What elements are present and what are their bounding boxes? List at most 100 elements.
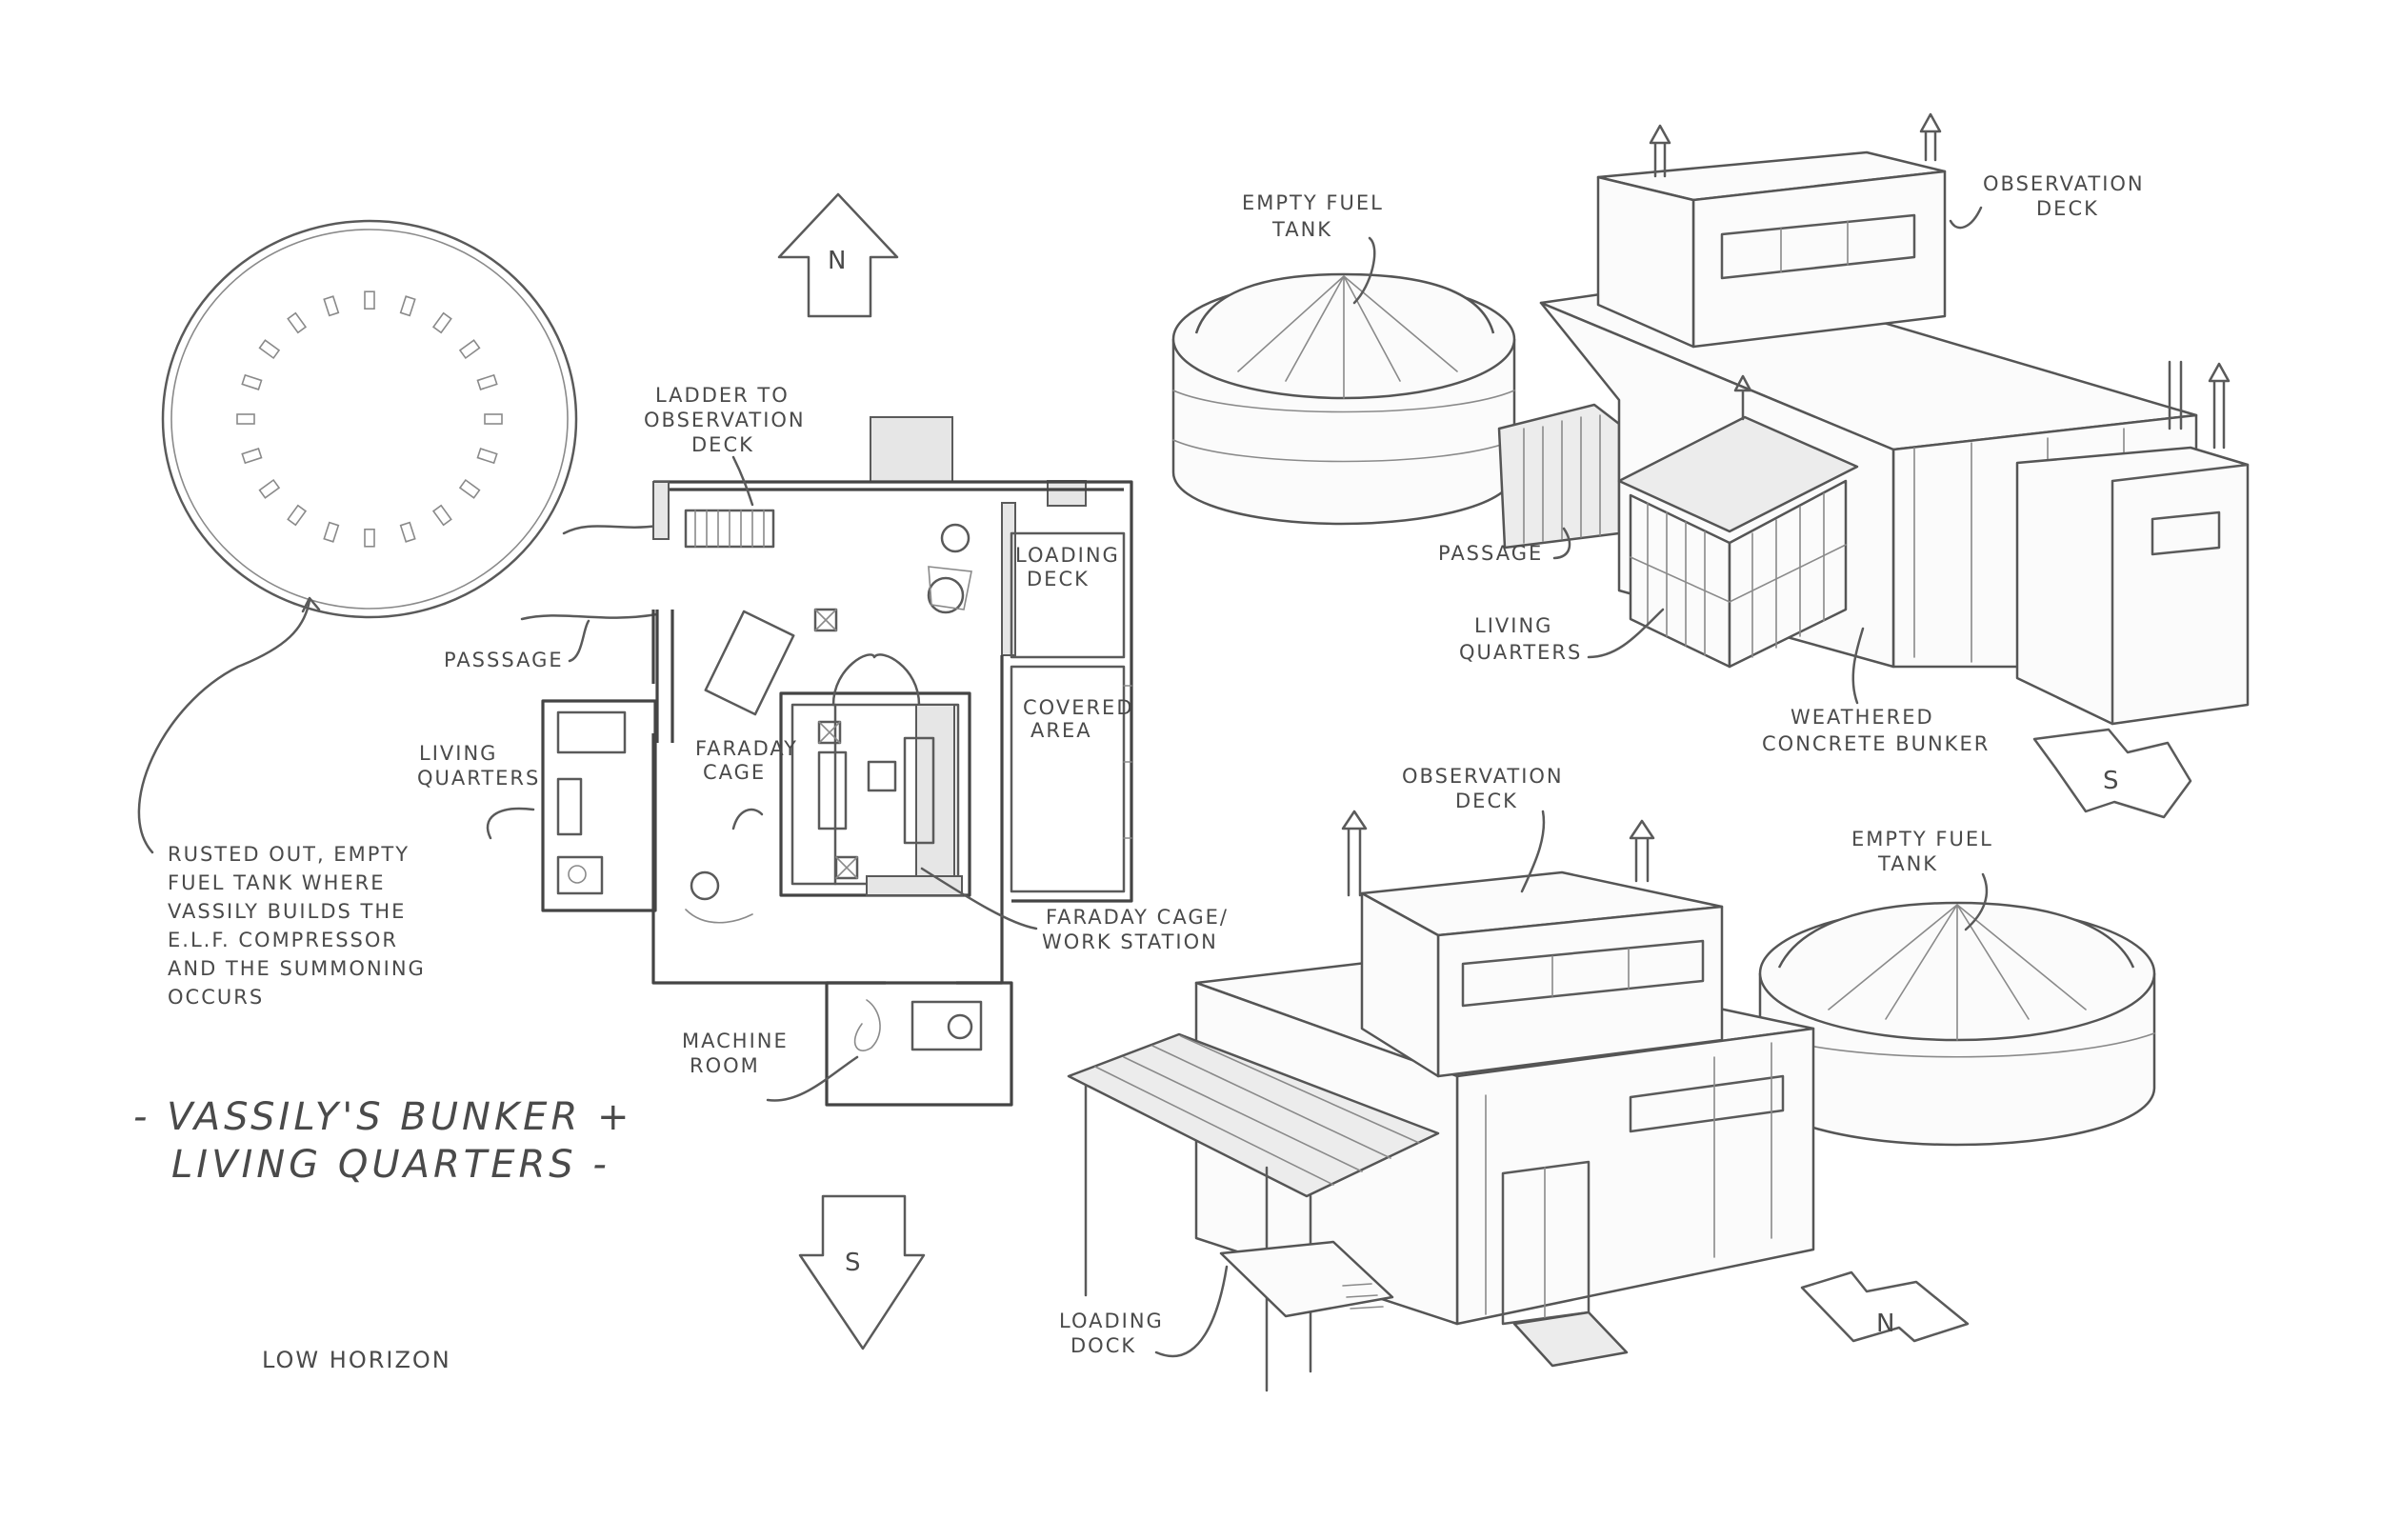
south-arrow: S [798, 1194, 926, 1350]
tank-ring-segment [258, 339, 281, 360]
top-fuel-tank [1171, 272, 1516, 526]
label-bottom-tank-1: Empty Fuel [1851, 828, 1993, 850]
leader-living-plan [486, 807, 535, 840]
leader-faraday [731, 808, 764, 830]
label-living-plan-2: Quarters [417, 767, 540, 790]
tank-ring-segment [258, 478, 281, 499]
bottom-fuel-tank [1758, 901, 2156, 1147]
tank-ring-segment [287, 311, 308, 334]
label-bottom-loading-1: Loading [1059, 1310, 1164, 1332]
tank-ring-segment [476, 373, 498, 390]
tank-ring-segment [241, 448, 263, 465]
label-ladder-3: Deck [691, 433, 754, 456]
label-bottom-obs-1: Observation [1402, 765, 1564, 788]
label-faraday-2: Cage [703, 761, 766, 784]
leader-bottom-loading [1154, 1265, 1229, 1358]
label-top-living-2: Quarters [1459, 641, 1582, 664]
top-south-marker: S [2032, 728, 2192, 819]
label-bottom-obs-2: Deck [1455, 790, 1518, 812]
label-top-tank-2: Tank [1271, 218, 1332, 241]
north-letter: N [828, 247, 846, 275]
south-letter: S [845, 1249, 861, 1277]
label-loading-deck-2: Deck [1027, 568, 1090, 590]
tank-note-1: Rusted out, Empty [168, 843, 410, 866]
tank-ring-segment [364, 528, 375, 548]
passage-lower [520, 612, 659, 621]
tank-ring-segment [476, 448, 498, 465]
bunker-floor-plan: N [133, 192, 1229, 1373]
tank-ring-segment [236, 413, 255, 425]
leader-tank-note [137, 598, 311, 854]
bottom-north-marker: N [1800, 1270, 1970, 1343]
label-bottom-tank-2: Tank [1877, 852, 1938, 875]
top-perspective-view: S Empty Fuel Tank Observation Deck Passa… [1171, 112, 2250, 819]
bottom-perspective-view: N Observation Deck Empty Fuel Tank Loadi… [1059, 765, 2156, 1392]
top-south-letter: S [2103, 767, 2119, 795]
top-living-quarters-hut [1617, 374, 1859, 669]
tank-note-3: Vassily builds the [168, 900, 406, 923]
leader-top-obs [1949, 206, 1983, 230]
label-workstation-1: Faraday Cage/ [1046, 906, 1229, 929]
tank-note-6: occurs [168, 986, 264, 1009]
passage-upper [562, 524, 659, 535]
tank-ring-segment [458, 478, 481, 499]
label-covered-2: Area [1030, 719, 1092, 742]
leader-passage [568, 619, 590, 663]
leader-top-living [1587, 608, 1665, 659]
tank-note-5: and the summoning [168, 957, 426, 980]
tank-ring-segment [431, 504, 452, 527]
leader-workstation [920, 867, 1038, 930]
tank-ring-segment [323, 295, 340, 317]
top-concrete-bunker [1539, 112, 2250, 726]
label-ladder-1: Ladder to [655, 384, 790, 407]
label-top-tank-1: Empty Fuel [1242, 191, 1384, 214]
sheet-title-line2: Living Quarters - [171, 1143, 610, 1187]
top-passage-shed [1497, 403, 1621, 550]
subtitle: Low Horizon [262, 1347, 451, 1373]
tank-inner-ring [236, 290, 503, 548]
label-bottom-loading-2: Dock [1070, 1334, 1136, 1357]
tank-ring-segment [399, 295, 416, 317]
tank-ring-segment [364, 290, 375, 310]
leader-top-tank [1352, 236, 1376, 305]
bunker-plan-walls [541, 416, 1133, 1107]
leader-bottom-tank [1964, 872, 1989, 931]
tank-ring-segment [431, 311, 452, 334]
label-top-bunker-1: Weathered [1791, 706, 1934, 729]
tank-ring-segment [484, 413, 503, 425]
label-machine-1: Machine [682, 1030, 789, 1052]
leader-bottom-obs [1520, 810, 1546, 893]
label-faraday-1: Faraday [695, 737, 798, 760]
tank-ring-segment [287, 504, 308, 527]
label-workstation-2: Work Station [1042, 930, 1218, 953]
tank-note-2: Fuel Tank where [168, 871, 386, 894]
leader-tank-arrowhead [301, 596, 321, 613]
label-top-obs-2: Deck [2036, 197, 2099, 220]
leader-top-bunker [1851, 627, 1865, 705]
label-ladder-2: Observation [644, 409, 806, 431]
bottom-north-letter: N [1876, 1310, 1894, 1338]
label-passage-plan: Passsage [444, 649, 564, 671]
leader-ladder [731, 455, 754, 507]
label-living-plan-1: Living [419, 742, 497, 765]
leader-machine [766, 1055, 859, 1102]
north-arrow: N [777, 192, 899, 318]
tank-ring-segment [399, 521, 416, 543]
label-machine-2: Room [690, 1054, 760, 1077]
label-top-living-1: Living [1474, 614, 1552, 637]
tank-note-4: E.L.F. Compressor [168, 929, 398, 951]
label-top-passage: Passage [1438, 542, 1543, 565]
fuel-tank-plan [161, 219, 578, 619]
tank-ring-segment [323, 521, 340, 543]
tank-ring-segment [458, 339, 481, 360]
bottom-loading-dock [1067, 1032, 1440, 1392]
leader-top-passage [1552, 527, 1571, 560]
bottom-concrete-bunker [1194, 810, 1815, 1368]
tank-ring-segment [241, 373, 263, 390]
label-covered-1: Covered [1023, 696, 1134, 719]
sheet-title-line1: - Vassily's Bunker + [133, 1095, 632, 1139]
label-top-obs-1: Observation [1983, 172, 2145, 195]
label-loading-deck-1: Loading [1015, 544, 1120, 567]
label-top-bunker-2: Concrete Bunker [1762, 732, 1990, 755]
